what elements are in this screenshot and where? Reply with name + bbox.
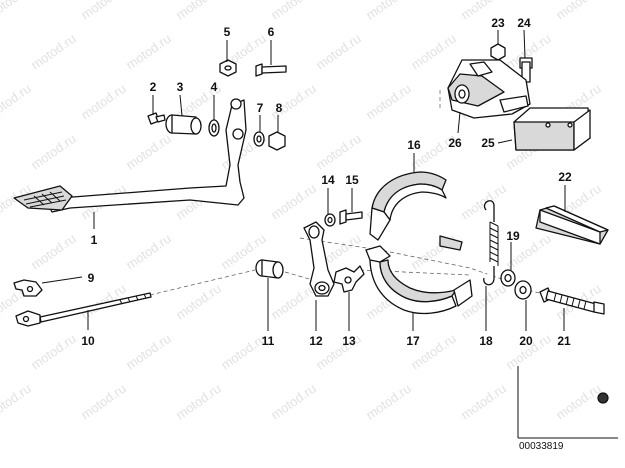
sleeve-part-11	[255, 259, 284, 279]
callout-22: 22	[558, 170, 572, 184]
callout-7: 7	[257, 101, 264, 115]
watermark-text: motod.ru	[268, 381, 319, 423]
brake-lever-part	[303, 221, 335, 297]
watermark-text: motod.ru	[553, 381, 604, 423]
rubber-block-part	[513, 107, 591, 151]
callout-5: 5	[224, 25, 231, 39]
bolt-part-24	[519, 57, 533, 83]
callout-labels: 1 2 3 4 5 6 7 8 9 10 11 12 13 14 15 16 1…	[81, 16, 572, 348]
watermark-text: motod.ru	[363, 381, 414, 423]
bolt-part-15	[339, 209, 363, 225]
watermark-text: motod.ru	[363, 81, 414, 123]
grease-nipple-part	[147, 112, 166, 125]
watermark-text: motod.ru	[173, 0, 224, 22]
callout-1: 1	[91, 233, 98, 247]
callout-8: 8	[276, 101, 283, 115]
wing-nut-part	[333, 265, 365, 293]
callout-19: 19	[506, 229, 520, 243]
bolt-part-6	[255, 63, 287, 77]
callout-13: 13	[342, 334, 356, 348]
inset-thumbnail	[517, 366, 618, 439]
washer-part-4	[208, 119, 220, 137]
callout-14: 14	[321, 173, 335, 187]
washer-part-14	[324, 213, 336, 227]
callout-20: 20	[519, 334, 533, 348]
watermark-text: motod.ru	[28, 31, 79, 73]
washer-part-7	[253, 131, 265, 147]
callout-11: 11	[262, 334, 275, 348]
callout-26: 26	[448, 136, 462, 150]
callout-25: 25	[481, 136, 495, 150]
watermark-text: motod.ru	[458, 381, 509, 423]
callout-2: 2	[150, 80, 157, 94]
watermark-text: motod.ru	[78, 381, 129, 423]
watermark-text: motod.ru	[0, 81, 34, 123]
brake-pedal-part	[13, 98, 247, 213]
washer-part-20	[514, 280, 532, 300]
watermark-text: motod.ru	[408, 31, 459, 73]
watermark-text: motod.ru	[313, 31, 364, 73]
watermark-text: motod.ru	[28, 131, 79, 173]
nut-part-5	[219, 59, 237, 77]
watermark-text: motod.ru	[123, 31, 174, 73]
inset-dot-icon	[597, 392, 609, 404]
watermark-text: motod.ru	[28, 331, 79, 373]
callout-10: 10	[81, 334, 95, 348]
watermark-text: motod.ru	[123, 131, 174, 173]
leader-lines	[41, 29, 566, 331]
watermark-text: motod.ru	[458, 181, 509, 223]
pedal-grip-ribs	[23, 191, 67, 208]
callout-6: 6	[268, 25, 275, 39]
adjusting-screw-part	[539, 287, 605, 315]
brake-shoe-part	[365, 171, 473, 315]
watermark-text: motod.ru	[363, 0, 414, 22]
callout-18: 18	[479, 334, 493, 348]
watermark-text: motod.ru	[123, 231, 174, 273]
nut-part-8	[268, 131, 286, 151]
callout-21: 21	[557, 334, 571, 348]
diagram-code: 00033819	[519, 441, 564, 452]
nut-part-23	[490, 43, 506, 61]
callout-3: 3	[177, 80, 184, 94]
brake-rod-part	[15, 292, 152, 327]
watermark-text: motod.ru	[268, 0, 319, 22]
watermark-text: motod.ru	[173, 281, 224, 323]
watermark-text: motod.ru	[313, 131, 364, 173]
callout-24: 24	[517, 16, 531, 30]
callout-15: 15	[345, 173, 359, 187]
watermark-text: motod.ru	[78, 81, 129, 123]
callout-23: 23	[491, 16, 505, 30]
watermark-text: motod.ru	[0, 381, 34, 423]
callout-4: 4	[211, 80, 218, 94]
pivot-shaft-part	[165, 114, 202, 135]
watermark-text: motod.ru	[0, 0, 34, 22]
clip-part-9	[13, 279, 43, 297]
washer-part-19	[500, 269, 516, 287]
channel-bracket-part	[535, 205, 609, 245]
watermark-text: motod.ru	[268, 181, 319, 223]
watermark-text: motod.ru	[173, 381, 224, 423]
watermark-text: motod.ru	[78, 0, 129, 22]
callout-17: 17	[406, 334, 420, 348]
brake-housing-part	[447, 59, 531, 119]
watermark-text: motod.ru	[123, 331, 174, 373]
return-spring-part	[483, 200, 499, 286]
watermark-text: motod.ru	[28, 231, 79, 273]
callout-12: 12	[309, 334, 323, 348]
watermark-text: motod.ru	[408, 231, 459, 273]
watermark-text: motod.ru	[553, 0, 604, 22]
callout-16: 16	[407, 138, 421, 152]
callout-9: 9	[88, 271, 95, 285]
watermark-layer: motod.ru motod.ru motod.ru motod.ru motod.ru…	[0, 0, 604, 422]
